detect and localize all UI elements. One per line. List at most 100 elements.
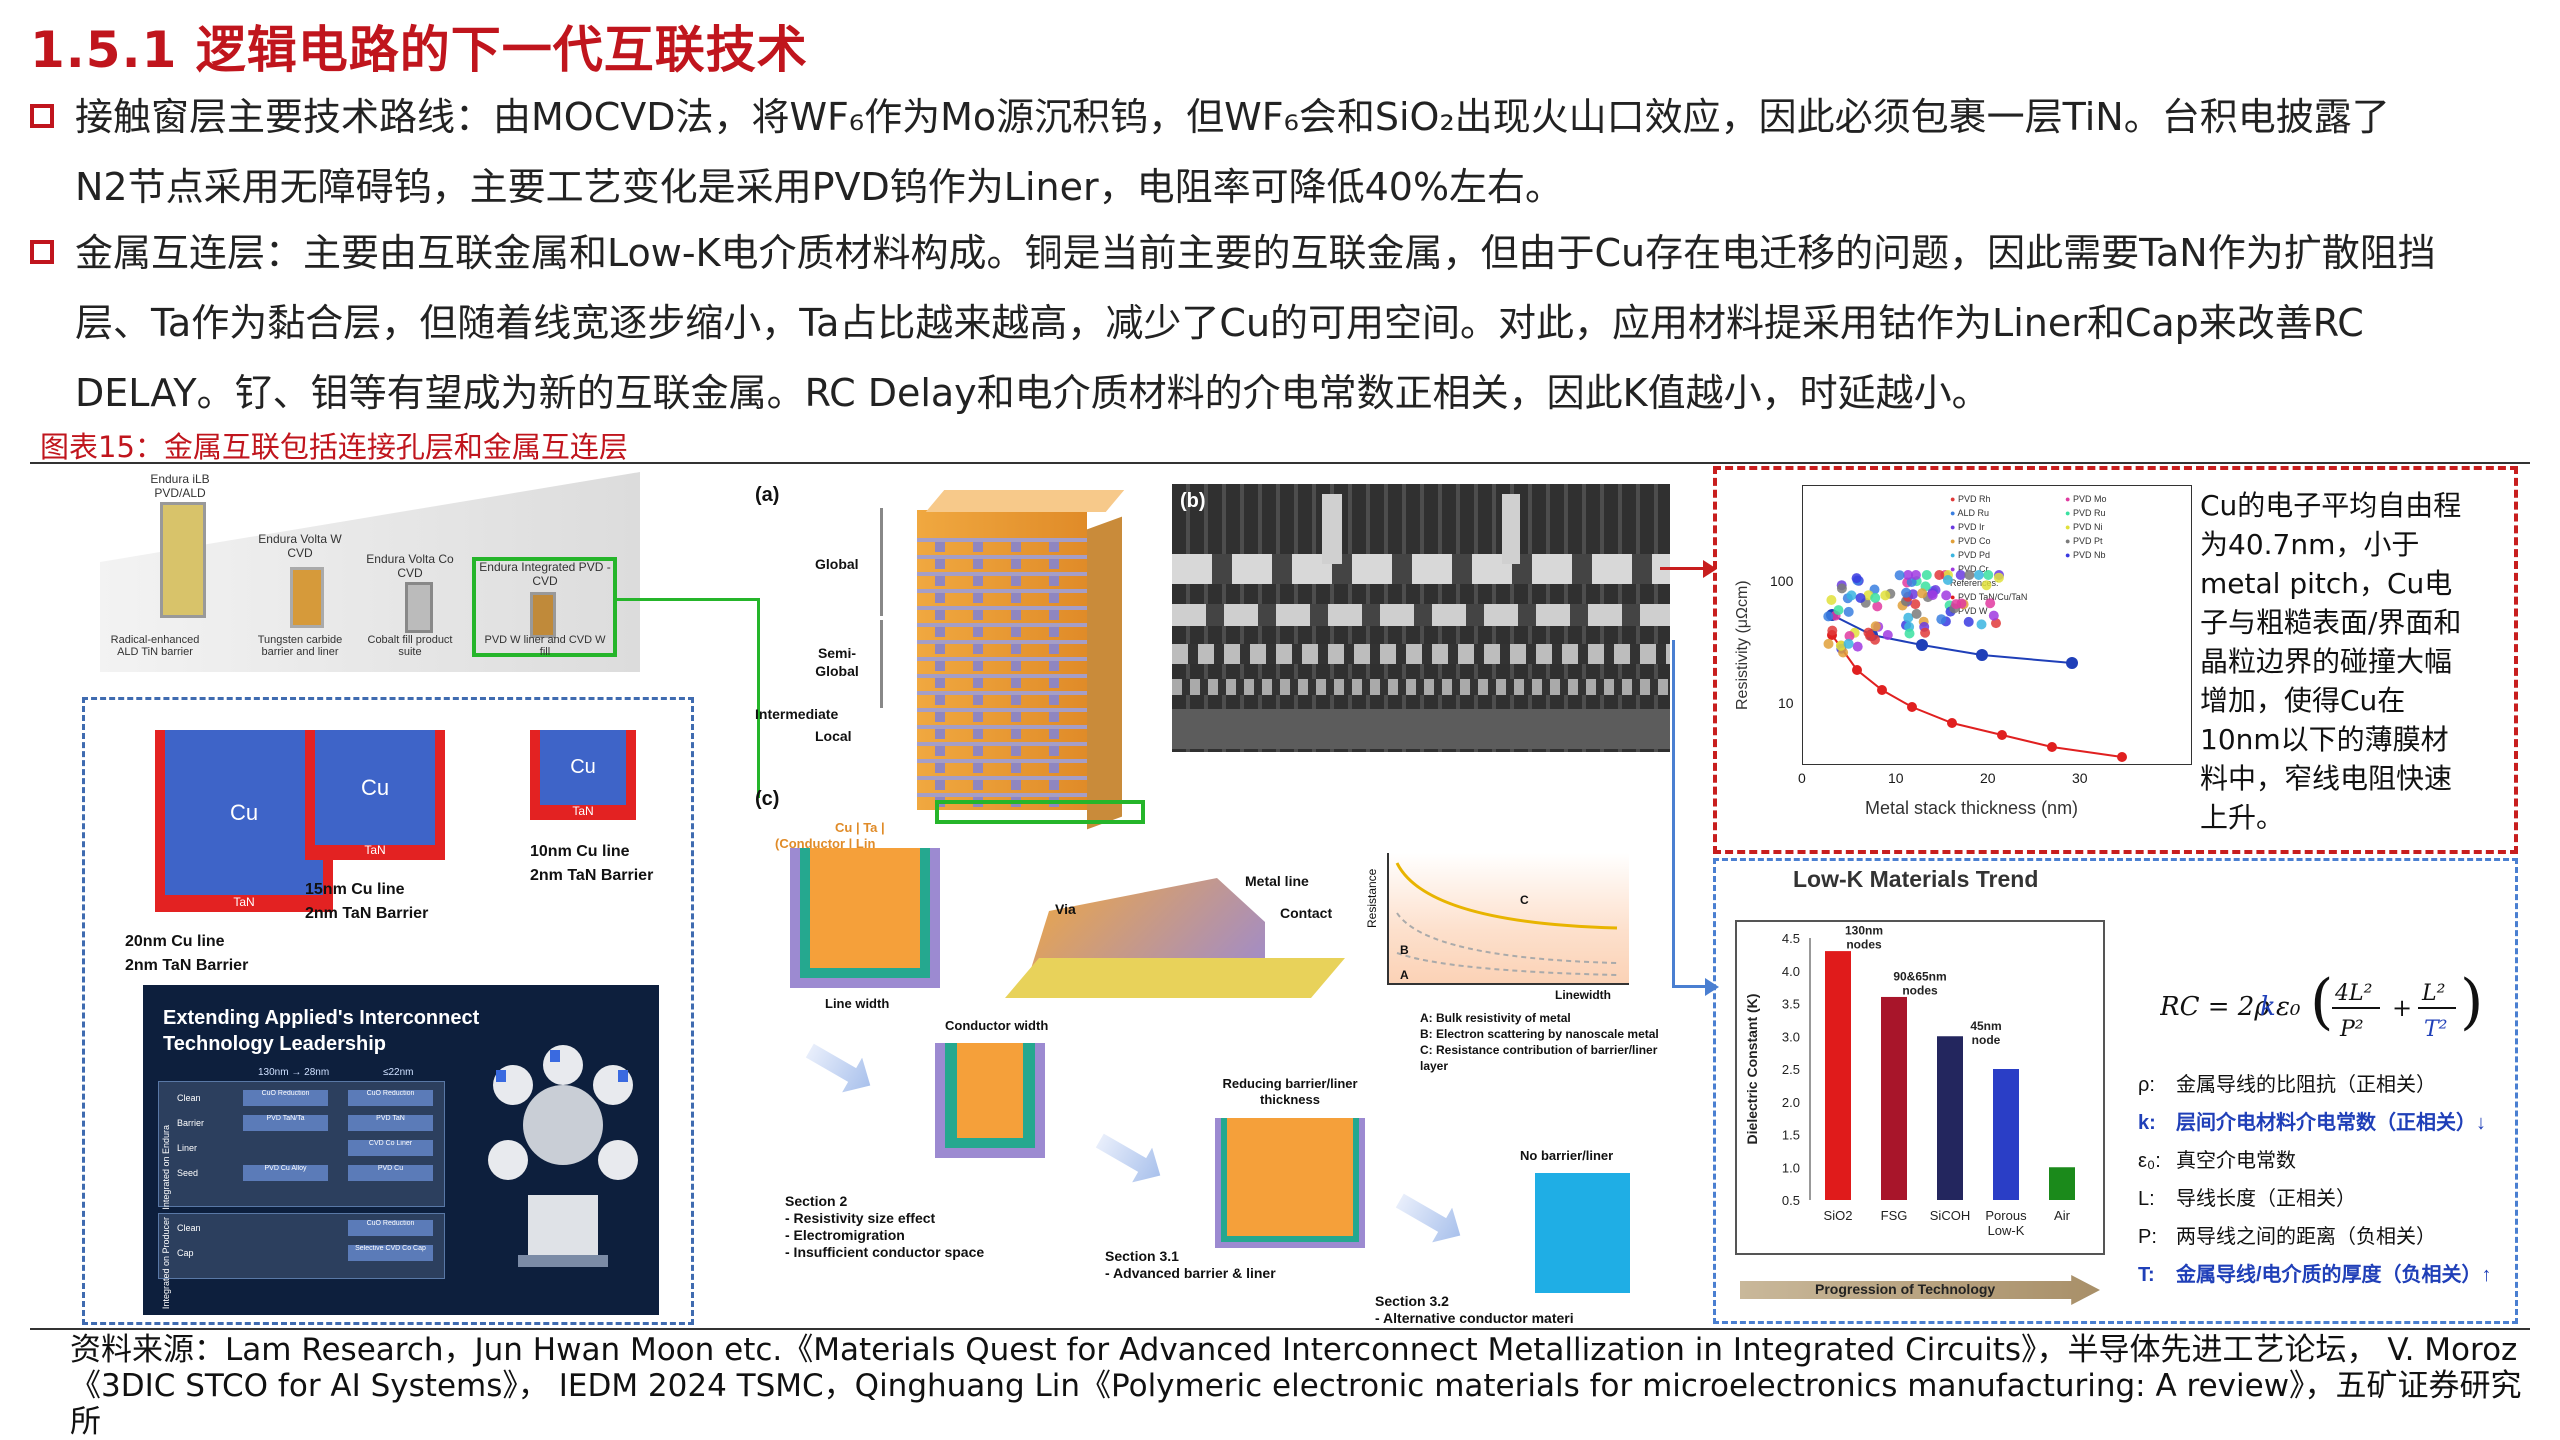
sem-image: (b) (1172, 484, 1670, 752)
data-point (1826, 595, 1837, 605)
data-point (1941, 590, 1952, 601)
section-2: Section 2 - Resistivity size effect - El… (785, 1193, 985, 1260)
applied-row-cell: PVD Cu Alloy (243, 1165, 328, 1181)
stack-layer (917, 708, 1087, 712)
bullet-line: 层、Ta作为黏合层，但随着线宽逐步缩小，Ta占比越来越高，减少了Cu的可用空间。… (75, 301, 2364, 345)
arrow-line (1660, 567, 1710, 570)
stack-via (935, 729, 945, 739)
bullet-contact-layer: 接触窗层主要技术路线：由MOCVD法，将WF₆作为Mo源沉积钨，但WF₆会和Si… (30, 82, 2520, 222)
data-point (1870, 592, 1881, 603)
stack-layer (917, 606, 1087, 610)
stack-via (935, 712, 945, 722)
stack-layer (917, 640, 1087, 644)
stack-via (1011, 780, 1021, 790)
y-tick: 2.5 (1782, 1062, 1800, 1077)
section-3-1: Section 3.1 - Advanced barrier & liner (1105, 1248, 1276, 1281)
svg-text:RC = 2ρ: RC = 2ρ (2160, 992, 2270, 1022)
data-point (1904, 628, 1915, 639)
data-point (1903, 570, 1914, 580)
legend-references-label: References: (1950, 578, 1999, 588)
y-axis-label: Resistivity (μΩcm) (1734, 580, 1751, 710)
stack-via (935, 644, 945, 654)
legend-item: ● PVD Ru (2065, 508, 2106, 518)
stack-via (935, 610, 945, 620)
bar-annotation: 45nm (1970, 1019, 2001, 1033)
x-tick: Porous (1985, 1208, 2027, 1223)
data-point (1907, 702, 1917, 712)
y-tick: 4.0 (1782, 964, 1800, 979)
bar (1993, 1069, 2019, 1200)
cu-ta-label: Cu | Ta | (835, 820, 885, 835)
resistivity-panel (1713, 466, 2518, 854)
bullet-metal-interconnect: 金属互连层：主要由互联金属和Low-K电介质材料构成。铜是当前主要的互联金属，但… (30, 218, 2520, 428)
applied-row-name: Barrier (177, 1118, 205, 1128)
data-point (1936, 614, 1947, 625)
section-3-2: Section 3.2 - Alternative conductor mate… (1375, 1293, 1574, 1326)
stack-via (1011, 678, 1021, 688)
divider (30, 1328, 2530, 1330)
y-tick: 100 (1770, 573, 1794, 589)
stack-via (1049, 644, 1059, 654)
data-point (1843, 606, 1854, 617)
contact-label: Contact (1280, 905, 1333, 921)
data-point (1827, 625, 1838, 636)
stack-via (1011, 695, 1021, 705)
tan-label: TaN (233, 895, 255, 909)
bar-annotation: node (1972, 1033, 2001, 1047)
applied-leadership-box: Extending Applied's Interconnect Technol… (143, 985, 659, 1315)
tan-label: TaN (572, 804, 594, 818)
stack-via (1011, 627, 1021, 637)
stack-via (973, 678, 983, 688)
bullet-line: DELAY。钌、钼等有望成为新的互联金属。RC Delay和电介质材料的介电常数… (75, 371, 1990, 415)
data-point (1916, 639, 1928, 651)
bar (1937, 1036, 1963, 1200)
data-point (1981, 580, 1992, 591)
x-tick: 0 (1798, 770, 1806, 786)
stack-via (1011, 542, 1021, 552)
stack-via (935, 559, 945, 569)
conductor-width-label: Conductor width (945, 1018, 1049, 1033)
data-point (1963, 616, 1974, 627)
legend-item: ● PVD TaN/Cu/TaN (1950, 592, 2028, 602)
data-point (1870, 621, 1881, 632)
stack-via (973, 746, 983, 756)
stack-via (973, 763, 983, 773)
stack-via (935, 678, 945, 688)
applied-row-cell: PVD TaN/Ta (243, 1115, 328, 1131)
stack-via (973, 593, 983, 603)
stack-via (973, 576, 983, 586)
stack-via (935, 695, 945, 705)
applied-row-cell: PVD Cu (348, 1165, 433, 1181)
applied-row-name: Clean (177, 1223, 201, 1233)
bar (1881, 996, 1907, 1200)
stack-via (935, 593, 945, 603)
step-label: Endura Volta W CVD (258, 532, 342, 560)
arrow-icon (800, 1033, 881, 1103)
y-tick: 3.5 (1782, 997, 1800, 1012)
rc-formula: RC = 2ρ k ε₀ ( 4L² P² + L² T² ) (2160, 967, 2483, 1042)
stack-via (1011, 559, 1021, 569)
data-point (1880, 590, 1891, 601)
x-tick: SiO2 (1824, 1208, 1853, 1223)
stack-via (973, 780, 983, 790)
node-label: ≤22nm (383, 1067, 414, 1078)
tan-label: TaN (364, 843, 386, 857)
stack-via (1049, 661, 1059, 671)
stack-via (973, 644, 983, 654)
svg-text:k: k (2260, 992, 2276, 1022)
data-point (1917, 588, 1928, 599)
data-point (1833, 605, 1844, 616)
step-desc: PVD W liner and CVD W fill (484, 634, 606, 658)
stack-via (1049, 593, 1059, 603)
step-label: Endura Volta Co CVD (366, 552, 454, 580)
applied-row-cell: CuO Reduction (348, 1090, 433, 1106)
stack-via (1011, 610, 1021, 620)
stack-via (935, 627, 945, 637)
formula-definition: ρ:金属导线的比阻抗（正相关） (2138, 1074, 2436, 1096)
stack-via (935, 542, 945, 552)
data-point (1823, 638, 1834, 649)
cu-fill: Cu (165, 730, 323, 895)
low-k-panel (1713, 858, 2518, 1324)
